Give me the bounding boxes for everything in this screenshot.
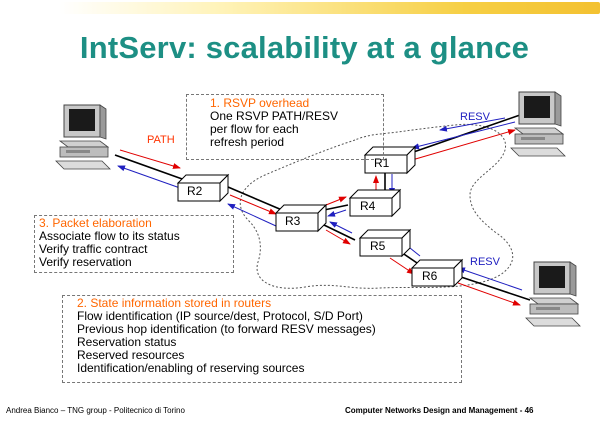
box-line: Identification/enabling of reserving sou…	[77, 361, 305, 375]
box-line: Verify reservation	[39, 255, 132, 269]
router-label: R3	[285, 214, 301, 228]
box-line: Verify traffic contract	[39, 242, 148, 256]
host-bottom-right-computer	[525, 261, 581, 327]
box-heading: 1. RSVP overhead	[210, 96, 310, 110]
box-line: Reserved resources	[77, 348, 185, 362]
resv-label-right: RESV	[470, 256, 500, 268]
router-label: R4	[360, 199, 376, 213]
resv-arrows	[117, 117, 523, 291]
box-line: One RSVP PATH/RESV	[210, 109, 339, 123]
host-left-computer	[55, 104, 111, 170]
box-line: refresh period	[210, 135, 285, 149]
box-line: per flow for each	[210, 122, 299, 136]
path-label: PATH	[147, 134, 175, 146]
footer-course: Computer Networks Design and Management …	[345, 406, 534, 415]
slide-title: IntServ: scalability at a glance	[79, 30, 530, 65]
box-line: Previous hop identification (to forward …	[77, 322, 376, 336]
router-r2	[177, 174, 229, 202]
decorative-top-bar	[60, 2, 600, 14]
box-heading: 2. State information stored in routers	[77, 296, 272, 310]
rsvp-overhead-box: 1. RSVP overhead One RSVP PATH/RESV per …	[186, 94, 384, 160]
network-cloud-outline	[239, 123, 514, 289]
box-heading: 3. Packet elaboration	[39, 216, 152, 230]
path-arrows	[119, 129, 521, 306]
resv-label-top: RESV	[460, 111, 490, 123]
packet-elaboration-box: 3. Packet elaboration Associate flow to …	[34, 215, 234, 273]
box-line: Reservation status	[77, 335, 177, 349]
box-line: Flow identification (IP source/dest, Pro…	[77, 309, 363, 323]
footer-author: Andrea Bianco – TNG group - Politecnico …	[6, 406, 185, 415]
router-label: R5	[370, 239, 386, 253]
router-label: R6	[422, 269, 438, 283]
box-line: Associate flow to its status	[39, 229, 180, 243]
router-r3	[275, 204, 327, 232]
state-information-box: 2. State information stored in routers F…	[62, 295, 462, 383]
host-top-right-computer	[510, 91, 566, 157]
router-label: R2	[187, 184, 203, 198]
